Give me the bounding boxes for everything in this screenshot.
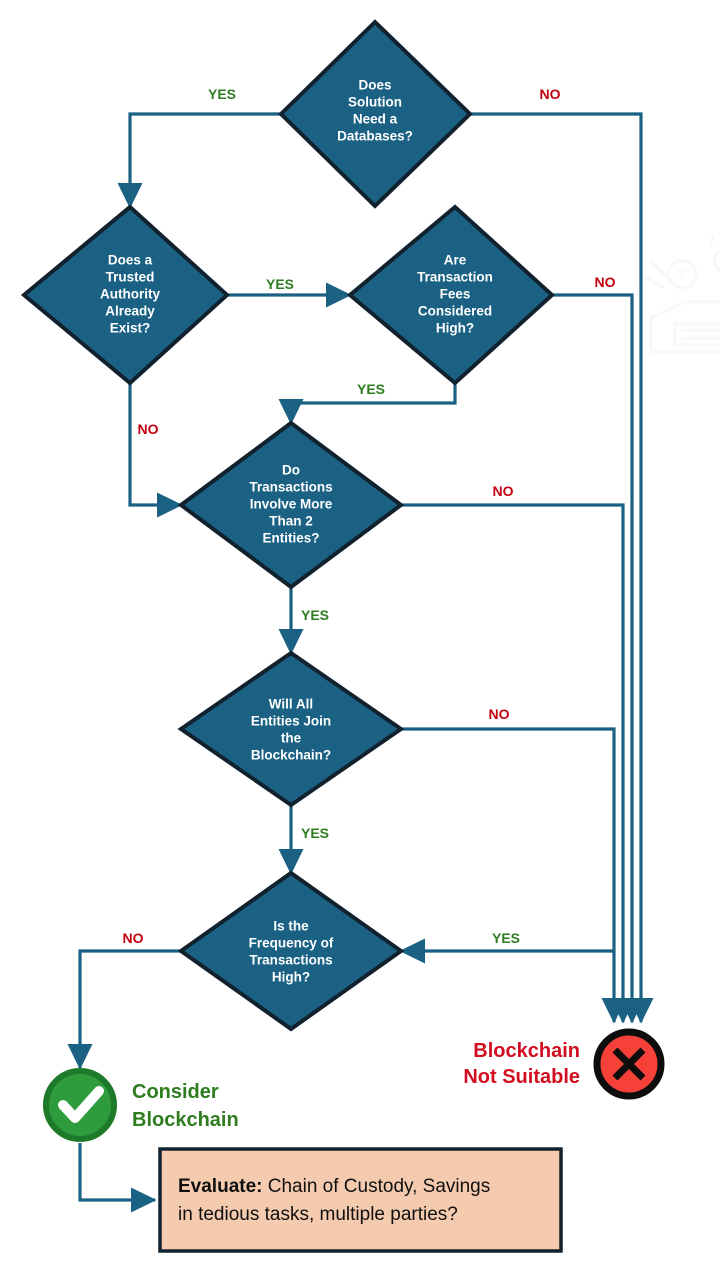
node-transaction-fees-line-1: Are — [444, 253, 467, 268]
result-blockchain-not-suitable[interactable]: Blockchain Not Suitable — [463, 1028, 665, 1100]
edge-databases-yes — [117, 112, 281, 209]
node-trusted-authority-line-1: Does a — [108, 253, 153, 268]
evaluate-box-line-1-rest: Chain of Custody, Savings — [262, 1176, 490, 1197]
edge-labels: YES NO YES NO NO YES NO YES NO YES NO YE… — [123, 86, 616, 946]
edge-label-frequency-no: NO — [123, 930, 144, 946]
node-trusted-authority-line-2: Trusted — [106, 270, 155, 285]
node-more-than-2-entities-line-3: Involve More — [250, 497, 333, 512]
node-entities-join-line-4: Blockchain? — [251, 748, 331, 763]
evaluate-box-line-2: in tedious tasks, multiple parties? — [178, 1204, 458, 1225]
node-frequency-high[interactable]: Is the Frequency of Transactions High? — [177, 870, 405, 1032]
edge-label-entities2-yes: YES — [301, 607, 329, 623]
node-more-than-2-entities-line-4: Than 2 — [269, 514, 313, 529]
check-mark-icon — [58, 1086, 104, 1123]
connectors — [67, 112, 654, 1213]
result-consider-line-2: Blockchain — [132, 1109, 239, 1131]
edge-fees-no — [552, 293, 645, 1024]
edge-frequency-no — [67, 949, 181, 1070]
node-need-databases-line-3: Need a — [353, 112, 398, 127]
edge-join-no — [401, 727, 627, 1024]
node-need-databases-line-4: Databases? — [337, 129, 413, 144]
result-consider-line-1: Consider — [132, 1081, 219, 1103]
node-transaction-fees-line-3: Fees — [440, 287, 471, 302]
edge-label-join-yes: YES — [301, 825, 329, 841]
node-frequency-high-line-2: Frequency of — [249, 936, 334, 951]
result-not-suitable-line-1: Blockchain — [473, 1040, 580, 1062]
node-need-databases-line-2: Solution — [348, 95, 402, 110]
node-frequency-high-line-1: Is the — [273, 919, 309, 934]
edge-label-authority-yes: YES — [266, 276, 294, 292]
node-frequency-high-line-4: High? — [272, 970, 310, 985]
node-trusted-authority-line-3: Authority — [100, 287, 160, 302]
svg-text:$: $ — [678, 267, 686, 282]
node-more-than-2-entities-line-5: Entities? — [262, 531, 319, 546]
node-trusted-authority[interactable]: Does a Trusted Authority Already Exist? — [20, 204, 230, 386]
node-transaction-fees[interactable]: Are Transaction Fees Considered High? — [346, 204, 555, 386]
edge-label-entities2-no: NO — [493, 483, 514, 499]
edge-label-databases-no: NO — [540, 86, 561, 102]
edge-label-fees-no: NO — [595, 274, 616, 290]
x-mark-icon — [612, 1047, 646, 1081]
node-entities-join-line-1: Will All — [269, 697, 313, 712]
edge-databases-no — [470, 112, 654, 1024]
edge-consider-evaluate — [78, 1143, 157, 1213]
node-more-than-2-entities-line-2: Transactions — [249, 480, 332, 495]
edge-label-fees-yes: YES — [357, 381, 385, 397]
node-need-databases[interactable]: Does Solution Need a Databases? — [278, 19, 473, 209]
node-more-than-2-entities-line-1: Do — [282, 463, 300, 478]
node-need-databases-line-1: Does — [358, 78, 391, 93]
node-trusted-authority-line-5: Exist? — [110, 321, 151, 336]
evaluate-box-background — [158, 1147, 563, 1253]
edge-fees-yes — [278, 383, 457, 425]
edge-label-join-no: NO — [489, 706, 510, 722]
evaluate-box[interactable]: Evaluate: Chain of Custody, Savings in t… — [158, 1147, 563, 1253]
edge-entities2-no — [401, 503, 636, 1024]
evaluate-box-prefix: Evaluate: — [178, 1176, 262, 1197]
result-not-suitable-line-2: Not Suitable — [463, 1066, 580, 1088]
edge-authority-no — [128, 383, 183, 518]
result-consider-blockchain[interactable]: Consider Blockchain — [43, 1068, 239, 1142]
node-entities-join-line-2: Entities Join — [251, 714, 331, 729]
node-more-than-2-entities[interactable]: Do Transactions Involve More Than 2 Enti… — [177, 420, 405, 590]
node-transaction-fees-line-5: High? — [436, 321, 474, 336]
node-entities-join-line-3: the — [281, 731, 302, 746]
node-transaction-fees-line-4: Considered — [418, 304, 492, 319]
node-trusted-authority-line-4: Already — [105, 304, 155, 319]
node-frequency-high-line-3: Transactions — [249, 953, 332, 968]
edge-label-frequency-yes: YES — [492, 930, 520, 946]
node-transaction-fees-line-2: Transaction — [417, 270, 493, 285]
node-entities-join[interactable]: Will All Entities Join the Blockchain? — [177, 650, 405, 808]
edge-label-databases-yes: YES — [208, 86, 236, 102]
edge-label-authority-no: NO — [138, 421, 159, 437]
evaluate-box-line-1: Evaluate: Chain of Custody, Savings — [178, 1176, 490, 1197]
